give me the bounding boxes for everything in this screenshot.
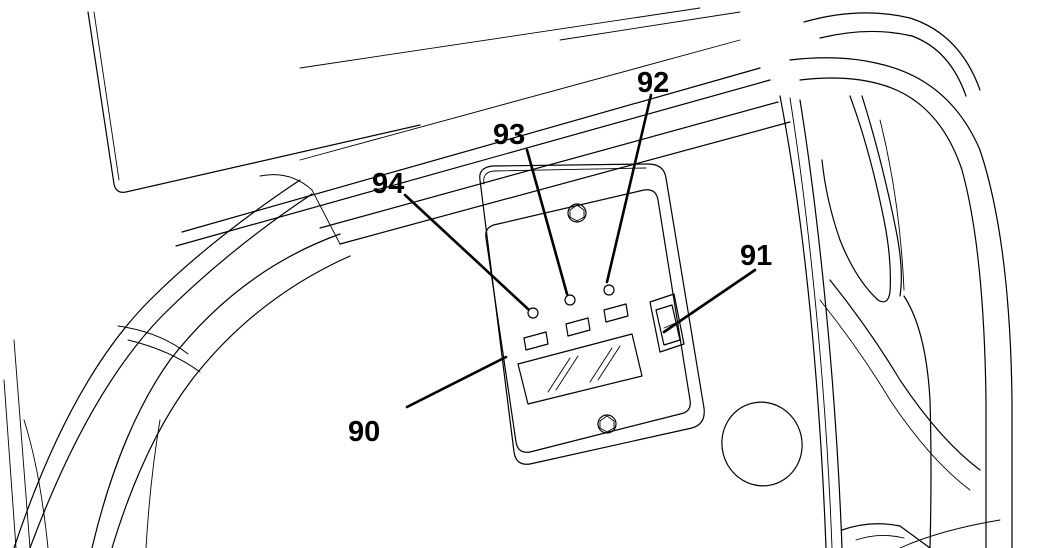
leader-94 [403,193,530,311]
control-panel [479,163,705,465]
callout-92: 92 [637,67,669,99]
housing-body [175,39,791,247]
callout-91: 91 [740,240,772,272]
leader-92 [605,93,653,284]
light-label-plates [523,303,629,351]
indicator-light-92 [603,284,615,296]
leader-93 [525,148,569,296]
indicator-light-94 [527,307,539,319]
bottom-bolt [597,414,617,434]
upper-cover-panel [87,7,741,193]
display-window [517,333,643,405]
leader-90 [405,355,508,409]
leader-91 [662,268,757,334]
callout-94: 94 [372,168,404,200]
top-bolt [567,203,587,223]
indicator-light-93 [564,294,576,306]
callout-93: 93 [493,119,525,151]
callout-90: 90 [348,416,380,448]
leader-lines [403,93,757,409]
left-handle [3,179,351,548]
right-handle [779,12,1013,548]
round-port [721,401,803,487]
